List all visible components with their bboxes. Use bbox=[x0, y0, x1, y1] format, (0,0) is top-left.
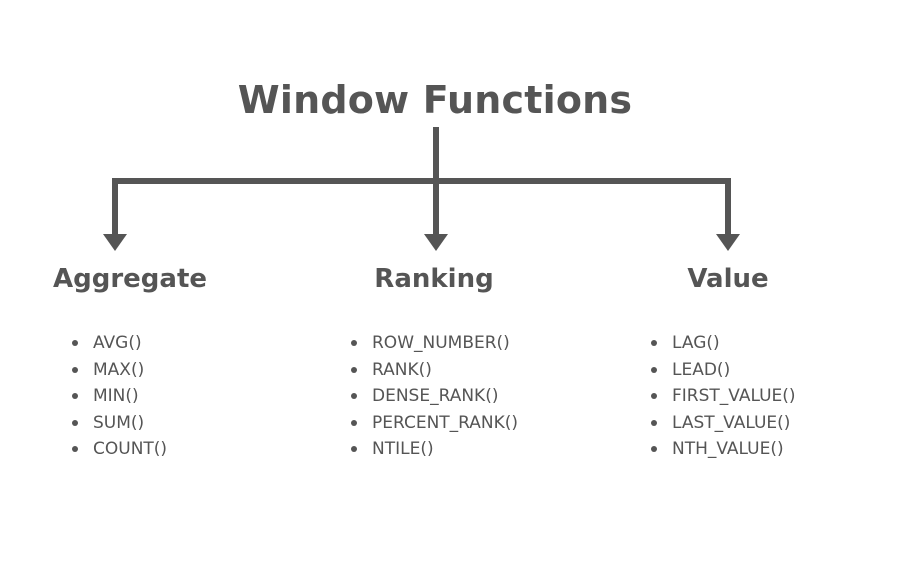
list-item: RANK() bbox=[351, 357, 518, 384]
item-label: LEAD() bbox=[672, 359, 731, 380]
item-label: RANK() bbox=[372, 359, 432, 380]
bullet-icon bbox=[72, 366, 78, 373]
item-label: SUM() bbox=[93, 412, 145, 433]
category-ranking: Ranking ROW_NUMBER() RANK() DENSE_RANK()… bbox=[314, 264, 554, 459]
item-label: DENSE_RANK() bbox=[372, 386, 499, 406]
item-label: ROW_NUMBER() bbox=[372, 333, 510, 353]
list-item: NTILE() bbox=[351, 436, 518, 463]
bullet-icon bbox=[351, 446, 357, 452]
list-item: ROW_NUMBER() bbox=[351, 330, 518, 357]
bullet-icon bbox=[72, 340, 78, 346]
list-item: LEAD() bbox=[651, 357, 796, 384]
arrow-aggregate-icon bbox=[103, 234, 127, 251]
bullet-icon bbox=[72, 393, 78, 399]
bullet-icon bbox=[651, 366, 657, 373]
category-title: Aggregate bbox=[52, 264, 208, 294]
bullet-icon bbox=[351, 366, 357, 373]
arrow-value-icon bbox=[716, 234, 740, 251]
list-item: LAST_VALUE() bbox=[651, 410, 796, 437]
bullet-icon bbox=[651, 340, 657, 346]
list-item: PERCENT_RANK() bbox=[351, 410, 518, 437]
list-item: COUNT() bbox=[72, 436, 167, 463]
bullet-icon bbox=[651, 393, 657, 399]
category-item-list: ROW_NUMBER() RANK() DENSE_RANK() PERCENT… bbox=[351, 330, 518, 463]
list-item: NTH_VALUE() bbox=[651, 436, 796, 463]
bullet-icon bbox=[72, 419, 78, 426]
item-label: MAX() bbox=[93, 359, 145, 380]
list-item: LAG() bbox=[651, 330, 796, 357]
diagram-title: Window Functions bbox=[237, 78, 633, 122]
item-label: PERCENT_RANK() bbox=[372, 412, 519, 433]
bullet-icon bbox=[351, 419, 357, 426]
list-item: AVG() bbox=[72, 330, 167, 357]
category-value: Value LAG() LEAD() FIRST_VALUE() LAST_VA… bbox=[608, 264, 848, 459]
item-label: NTH_VALUE() bbox=[672, 439, 784, 459]
bullet-icon bbox=[72, 446, 78, 452]
list-item: SUM() bbox=[72, 410, 167, 437]
category-item-list: AVG() MAX() MIN() SUM() COUNT() bbox=[72, 330, 167, 463]
bullet-icon bbox=[651, 419, 657, 426]
bullet-icon bbox=[351, 340, 357, 346]
item-label: LAG() bbox=[672, 333, 720, 353]
category-item-list: LAG() LEAD() FIRST_VALUE() LAST_VALUE() … bbox=[651, 330, 796, 463]
category-title: Value bbox=[687, 264, 769, 294]
item-label: MIN() bbox=[93, 386, 139, 406]
item-label: LAST_VALUE() bbox=[672, 412, 791, 433]
list-item: FIRST_VALUE() bbox=[651, 383, 796, 410]
bullet-icon bbox=[651, 446, 657, 452]
list-item: MAX() bbox=[72, 357, 167, 384]
item-label: NTILE() bbox=[372, 439, 434, 459]
category-title: Ranking bbox=[374, 264, 494, 294]
item-label: FIRST_VALUE() bbox=[672, 386, 796, 406]
bullet-icon bbox=[351, 393, 357, 399]
arrow-ranking-icon bbox=[424, 234, 448, 251]
item-label: AVG() bbox=[93, 333, 142, 353]
item-label: COUNT() bbox=[93, 439, 168, 459]
list-item: MIN() bbox=[72, 383, 167, 410]
list-item: DENSE_RANK() bbox=[351, 383, 518, 410]
category-aggregate: Aggregate AVG() MAX() MIN() SUM() COUNT(… bbox=[10, 264, 250, 459]
